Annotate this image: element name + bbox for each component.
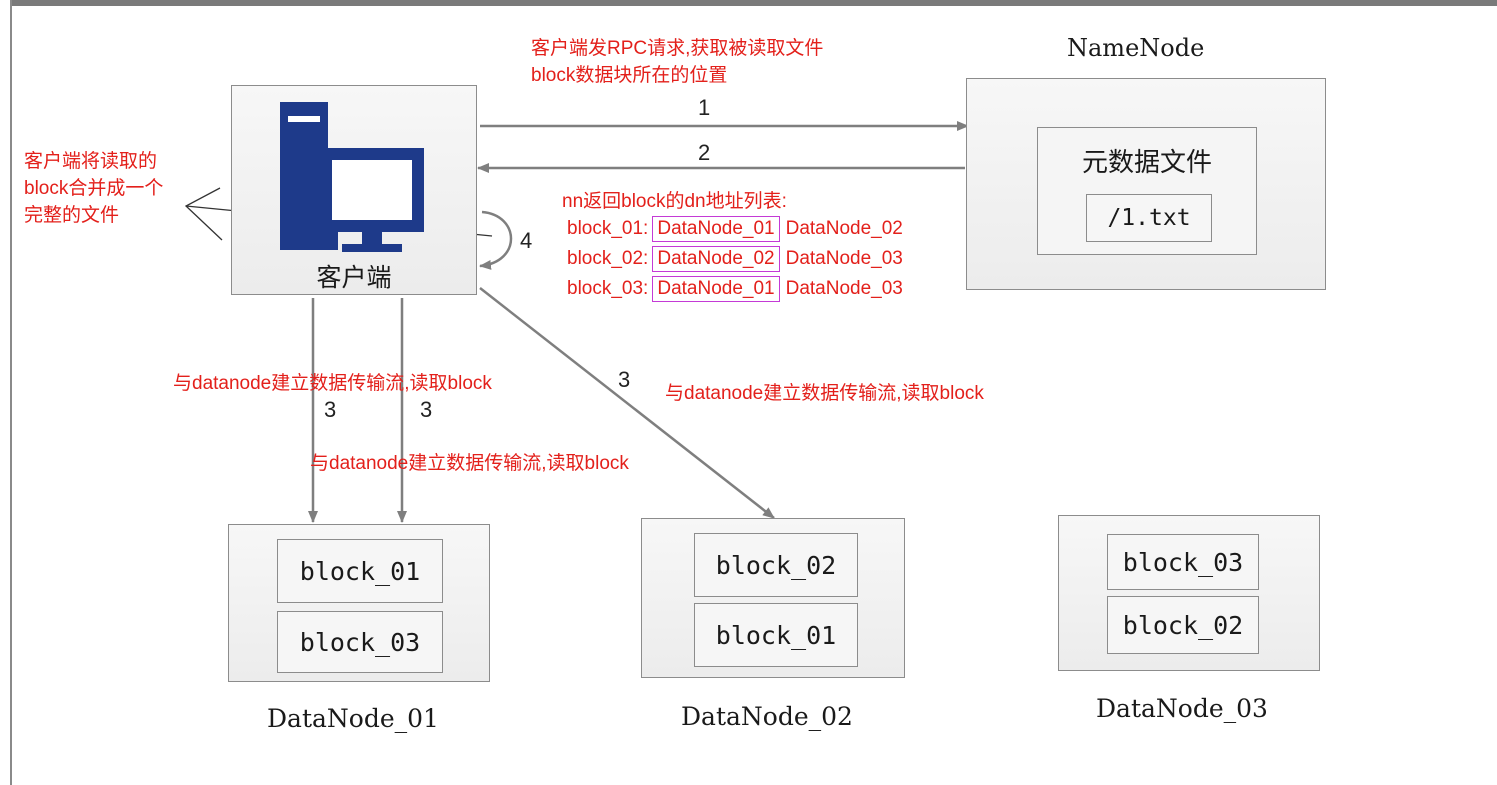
merge-note-line1: 客户端将读取的 [24,151,158,172]
block-list-secondary: DataNode_03 [785,278,903,299]
block-item: block_03 [277,611,443,673]
block-list-primary: DataNode_01 [652,216,780,242]
stream-note-right: 与datanode建立数据传输流,读取block [665,383,984,404]
stream-note-middle: 与datanode建立数据传输流,读取block [310,453,629,474]
namenode-title: NameNode [1067,34,1205,62]
step-number-2: 2 [698,140,711,165]
block-list-block: block_01: [567,218,649,239]
rpc-request-note-line2: block数据块所在的位置 [531,65,728,86]
block-item: block_01 [694,603,858,667]
step-number-4: 4 [520,228,533,253]
step-number-3-middle: 3 [420,397,433,422]
merge-note-line3: 完整的文件 [24,205,120,226]
block-list-primary: DataNode_01 [652,276,780,302]
datanode-name: DataNode_01 [267,704,439,733]
metadata-label: 元数据文件 [1081,148,1212,178]
namenode-box: 元数据文件 /1.txt [966,78,1326,290]
merge-note-line2: block合并成一个 [24,178,164,199]
datanode-name: DataNode_02 [681,702,853,731]
block-list-row: block_03: DataNode_01 DataNode_03 [567,276,903,302]
step-number-3-left: 3 [324,397,337,422]
arrow-step-4-loop [479,210,513,270]
block-list-block: block_02: [567,248,649,269]
window-top-border [0,0,1497,6]
datanode-box: block_01 block_03 [228,524,490,682]
block-list-row: block_02: DataNode_02 DataNode_03 [567,246,903,272]
block-item: block_01 [277,539,443,603]
client-computer-icon [280,102,424,252]
block-list-secondary: DataNode_02 [785,218,903,239]
arrow-step-3-right [479,287,775,519]
block-list-primary: DataNode_02 [652,246,780,272]
datanode-box: block_03 block_02 [1058,515,1320,671]
stream-note-left: 与datanode建立数据传输流,读取block [173,373,492,394]
block-item: block_03 [1107,534,1259,590]
datanode-box: block_02 block_01 [641,518,905,678]
block-item: block_02 [694,533,858,597]
metadata-file-box: 元数据文件 /1.txt [1037,127,1257,255]
rpc-request-note-line1: 客户端发RPC请求,获取被读取文件 [531,38,824,59]
client-label: 客户端 [316,263,392,292]
nn-return-note: nn返回block的dn地址列表: [562,191,787,212]
block-item: block_02 [1107,596,1259,654]
step-number-3-right: 3 [618,367,631,392]
step-number-1: 1 [698,95,711,120]
file-item: /1.txt [1086,194,1212,242]
window-left-border [0,0,12,785]
client-box: 客户端 [231,85,477,295]
block-list-block: block_03: [567,278,649,299]
pointer-chevron-merge [184,187,223,241]
datanode-name: DataNode_03 [1096,694,1268,723]
block-list-row: block_01: DataNode_01 DataNode_02 [567,216,903,242]
block-list-secondary: DataNode_03 [785,248,903,269]
